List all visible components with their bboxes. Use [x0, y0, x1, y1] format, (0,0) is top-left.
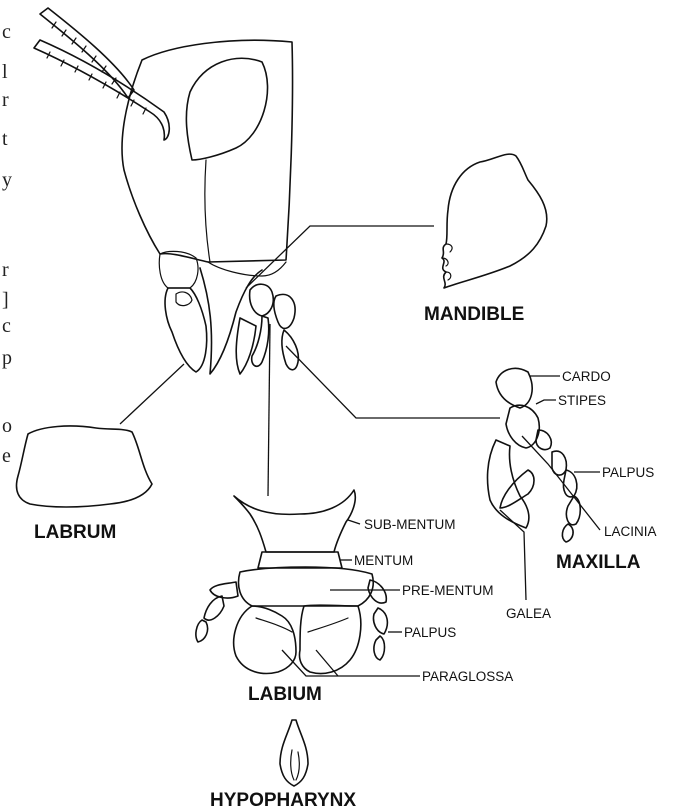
galea-label: GALEA	[506, 606, 551, 621]
margin-char: c	[2, 315, 11, 337]
margin-char: r	[2, 89, 9, 111]
paraglossa-label: PARAGLOSSA	[422, 669, 513, 684]
labels: MANDIBLE LABRUM MAXILLA LABIUM HYPOPHARY…	[34, 304, 657, 810]
palpus-maxilla-label: PALPUS	[602, 465, 654, 480]
labium-label: LABIUM	[248, 684, 322, 705]
paraglossa-leader-b	[316, 650, 338, 676]
sub-mentum-leader	[348, 520, 360, 524]
margin-text-fragments: c l r t y r ] c p o e	[2, 21, 12, 467]
pre-mentum-label: PRE-MENTUM	[402, 583, 494, 598]
mandible-drawing	[442, 154, 547, 288]
margin-char: o	[2, 415, 12, 437]
sub-mentum-label: SUB-MENTUM	[364, 517, 456, 532]
mandible-leader	[246, 226, 434, 288]
labium-drawing	[196, 490, 387, 674]
margin-char: l	[2, 61, 8, 83]
margin-char: r	[2, 259, 9, 281]
margin-char: c	[2, 21, 11, 43]
palpus-labium-label: PALPUS	[404, 625, 456, 640]
antennae-drawing	[34, 8, 169, 140]
margin-char: y	[2, 169, 12, 191]
labrum-leader	[120, 364, 184, 424]
labrum-label: LABRUM	[34, 522, 116, 543]
margin-char: ]	[2, 289, 9, 311]
lacinia-label: LACINIA	[604, 524, 657, 539]
paraglossa-leader-a	[282, 650, 420, 676]
stipes-leader	[536, 400, 556, 404]
hypopharynx-label: HYPOPHARYNX	[210, 790, 356, 810]
margin-char: p	[2, 347, 12, 369]
cardo-label: CARDO	[562, 369, 611, 384]
maxilla-label: MAXILLA	[556, 552, 641, 573]
mentum-label: MENTUM	[354, 553, 413, 568]
mandible-label: MANDIBLE	[424, 304, 524, 325]
labrum-drawing	[17, 426, 153, 507]
hypopharynx-drawing	[280, 720, 308, 786]
head-drawing	[122, 40, 298, 374]
margin-char: t	[2, 128, 8, 150]
labium-leader	[268, 324, 270, 496]
stipes-label: STIPES	[558, 393, 606, 408]
galea-leader	[500, 510, 526, 600]
maxilla-leader	[286, 346, 500, 418]
margin-char: e	[2, 445, 11, 467]
